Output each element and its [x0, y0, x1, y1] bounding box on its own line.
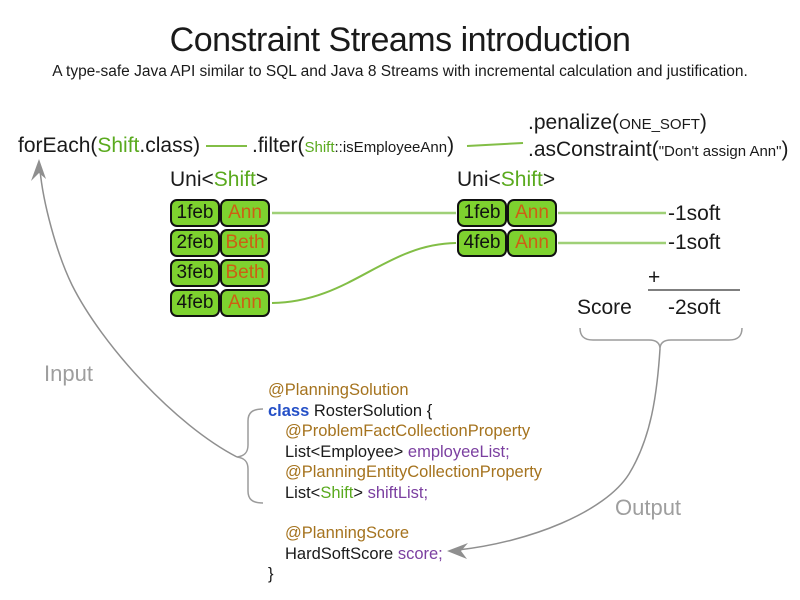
- code-line: HardSoftScore score;: [268, 544, 542, 565]
- penalty-1: -1soft: [668, 202, 721, 225]
- score-total: -2soft: [668, 296, 721, 319]
- left-row1-date: 1feb: [170, 199, 220, 227]
- code-line: class RosterSolution {: [268, 401, 542, 422]
- left-header-type: Shift: [213, 168, 256, 191]
- score-label: Score: [577, 296, 632, 319]
- input-label: Input: [44, 361, 93, 386]
- penalty-2: -1soft: [668, 231, 721, 254]
- shift-list-mid: >: [353, 483, 368, 502]
- employee-list-type: List<Employee>: [285, 442, 408, 461]
- filter-close: ): [447, 134, 455, 157]
- right-row1-date: 1feb: [457, 199, 507, 227]
- annotation-planning-entity: @PlanningEntityCollectionProperty: [285, 463, 543, 481]
- plus-sign: +: [648, 266, 661, 289]
- left-row4-date: 4feb: [170, 289, 220, 317]
- filter-pre: .filter(: [252, 134, 305, 157]
- code-blank-line: [268, 503, 542, 523]
- input-arrow-icon: [31, 159, 46, 181]
- penalize-arg: ONE_SOFT: [619, 116, 700, 133]
- foreach-post: .class): [139, 134, 201, 157]
- left-row2-employee: Beth: [220, 229, 270, 257]
- asconstraint-expression: .asConstraint("Don't assign Ann"): [528, 138, 788, 162]
- input-curve: [39, 169, 238, 458]
- shift-list-pre: List<: [285, 483, 321, 502]
- penalize-expression: .penalize(ONE_SOFT): [528, 111, 707, 135]
- output-curve: [457, 348, 661, 551]
- closing-brace: }: [268, 565, 274, 583]
- foreach-expression: forEach(Shift.class): [18, 134, 200, 158]
- keyword-class: class: [268, 401, 310, 420]
- annotation-problem-fact: @ProblemFactCollectionProperty: [285, 422, 531, 440]
- shift-list-type: Shift: [320, 483, 354, 502]
- annotation-planning-solution: @PlanningSolution: [268, 381, 409, 399]
- left-header-post: >: [255, 168, 269, 191]
- right-header-post: >: [542, 168, 556, 191]
- annotation-planning-score: @PlanningScore: [285, 524, 410, 542]
- code-line: @PlanningSolution: [268, 380, 542, 401]
- score-field-type: HardSoftScore: [285, 544, 398, 563]
- right-row1-employee: Ann: [507, 199, 557, 227]
- shift-list-name: shiftList;: [367, 483, 429, 502]
- filter-type: Shift: [304, 139, 335, 156]
- output-arrow-icon: [447, 543, 468, 559]
- connector-filter-penalize: [466, 142, 524, 147]
- left-header-pre: Uni<: [170, 168, 214, 191]
- score-underbrace: [579, 327, 743, 350]
- left-stream-header: Uni<Shift>: [170, 168, 268, 192]
- right-row2-employee: Ann: [507, 229, 557, 257]
- left-row3-date: 3feb: [170, 259, 220, 287]
- left-row1-employee: Ann: [220, 199, 270, 227]
- page-title: Constraint Streams introduction: [169, 21, 631, 59]
- left-row2-date: 2feb: [170, 229, 220, 257]
- foreach-type: Shift: [97, 134, 140, 157]
- employee-list-name: employeeList;: [407, 442, 510, 461]
- foreach-pre: forEach(: [18, 134, 98, 157]
- score-field-name: score;: [397, 544, 443, 563]
- filter-method: ::isEmployeeAnn: [334, 139, 448, 156]
- code-line: @PlanningScore: [268, 523, 542, 544]
- right-stream-header: Uni<Shift>: [457, 168, 555, 192]
- penalize-pre: .penalize(: [528, 111, 620, 134]
- filter-expression: .filter(Shift::isEmployeeAnn): [252, 134, 454, 158]
- code-line: List<Shift> shiftList;: [268, 483, 542, 504]
- penalize-close: ): [699, 111, 707, 134]
- left-row4-employee: Ann: [220, 289, 270, 317]
- code-block: @PlanningSolution class RosterSolution {…: [268, 380, 542, 585]
- code-line: @PlanningEntityCollectionProperty: [268, 462, 542, 483]
- asconstraint-pre: .asConstraint(: [528, 138, 659, 161]
- right-header-pre: Uni<: [457, 168, 501, 191]
- right-row2-date: 4feb: [457, 229, 507, 257]
- left-row3-employee: Beth: [220, 259, 270, 287]
- code-line: List<Employee> employeeList;: [268, 442, 542, 463]
- code-line: @ProblemFactCollectionProperty: [268, 421, 542, 442]
- class-name: RosterSolution {: [309, 401, 433, 420]
- code-line: }: [268, 564, 542, 585]
- asconstraint-arg: "Don't assign Ann": [658, 143, 782, 160]
- connector-row-4feb: [271, 242, 457, 304]
- right-header-type: Shift: [500, 168, 543, 191]
- output-label: Output: [615, 495, 682, 520]
- asconstraint-close: ): [781, 138, 789, 161]
- code-brace: [236, 408, 264, 504]
- page-subtitle: A type-safe Java API similar to SQL and …: [52, 63, 748, 80]
